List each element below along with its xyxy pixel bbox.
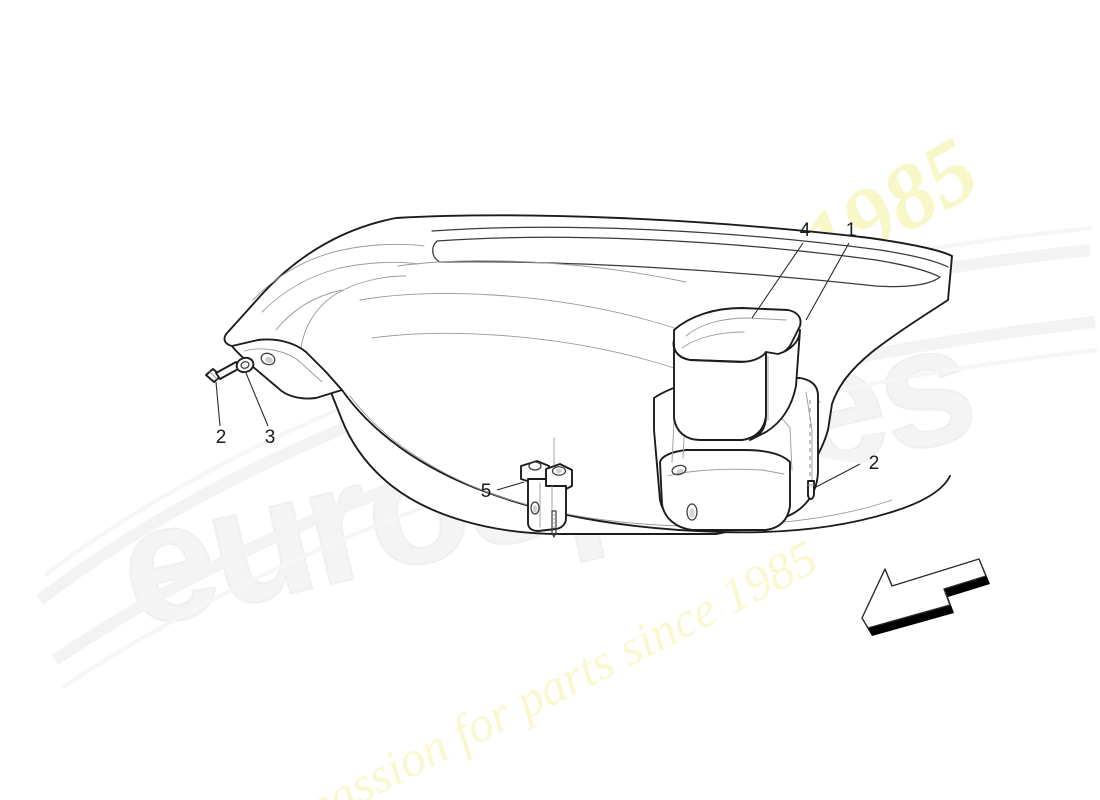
shelf-left-flange-hole-shadow xyxy=(265,356,273,364)
shelf-left-flange-crease xyxy=(243,348,323,383)
shelf-contour-c xyxy=(397,260,687,283)
part-2-bolt-right xyxy=(807,400,815,500)
hinge-right-boss-hole xyxy=(556,469,562,473)
hinge-tongue-hole xyxy=(530,501,540,515)
shelf-left-flange-hole xyxy=(260,352,276,366)
cover-panel-crease-a xyxy=(685,317,787,337)
leader-5 xyxy=(496,481,525,491)
leader-3 xyxy=(245,372,269,427)
callout-numbers: 1 4 2 3 2 5 xyxy=(216,220,880,502)
callout-label-5: 5 xyxy=(481,481,492,502)
callout-leaders xyxy=(215,242,861,491)
orientation-arrow-body xyxy=(861,558,987,629)
shelf-rear-lip-inner xyxy=(432,236,941,288)
shelf-left-ridge-outer xyxy=(252,243,425,301)
cover-panel-right-face xyxy=(749,329,801,441)
callout-label-4: 4 xyxy=(800,220,811,241)
washer-inner xyxy=(240,361,250,369)
part-5-hinge-bracket xyxy=(520,437,573,538)
orientation-arrow xyxy=(861,558,990,636)
center-skirt-panel xyxy=(659,449,791,531)
shelf-left-ridge-inner xyxy=(261,261,419,313)
center-fold-4 xyxy=(805,391,813,485)
center-trough-hole xyxy=(671,464,687,476)
leader-2-left xyxy=(215,381,221,427)
part-2-bolt-left xyxy=(205,361,241,383)
callout-label-2-left: 2 xyxy=(216,427,227,448)
leader-1 xyxy=(805,242,850,321)
hinge-tongue xyxy=(527,478,567,532)
hinge-right-boss xyxy=(551,466,567,476)
callout-label-3: 3 xyxy=(265,427,276,448)
bolt-right-body xyxy=(807,480,815,500)
center-skirt-hole-shadow xyxy=(689,508,695,518)
center-trough-hole-shadow xyxy=(676,468,684,474)
callout-label-1: 1 xyxy=(846,220,857,241)
shelf-left-ridge-fold xyxy=(299,275,407,357)
center-skirt-hole xyxy=(686,503,698,521)
part-3-washer xyxy=(235,356,255,374)
shelf-front-edge-inner xyxy=(349,395,893,527)
part-4-cover-panel xyxy=(672,307,802,441)
callout-label-2-right: 2 xyxy=(869,453,880,474)
leader-4 xyxy=(751,242,804,319)
hinge-left-boss xyxy=(528,461,542,471)
shelf-rear-lip xyxy=(431,226,949,268)
washer-outer xyxy=(235,356,255,374)
bolt-left-head-line xyxy=(209,371,218,380)
hinge-tongue-hole-shadow xyxy=(532,505,538,513)
leader-2-right xyxy=(815,463,861,488)
cover-panel-crease-b xyxy=(681,331,745,349)
shelf-left-ridge-edge xyxy=(275,289,343,331)
shelf-left-flange xyxy=(231,338,343,400)
hinge-screw xyxy=(551,510,557,538)
